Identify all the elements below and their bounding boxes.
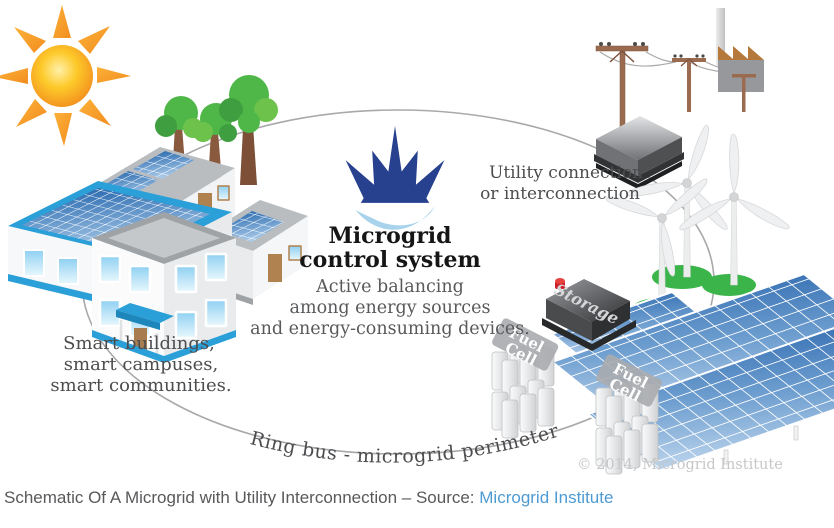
smart-label-line1: Smart buildings, — [63, 333, 215, 354]
battery-storage-icon: Storage — [542, 278, 636, 351]
transformer-icon — [594, 116, 684, 189]
utility-pole-icon — [595, 42, 737, 131]
logo-subtitle-line2: among energy sources — [290, 298, 491, 318]
logo-subtitle-line1: Active balancing — [315, 277, 464, 297]
smart-label-line2: smart campuses, — [64, 354, 218, 375]
logo-title-line1: Microgrid — [328, 223, 451, 249]
microgrid-diagram: Storage Fuel Cell Fuel Cell — [0, 5, 834, 475]
microgrid-logo-icon — [345, 125, 445, 230]
factory-icon — [716, 8, 764, 112]
smart-buildings-icon — [8, 147, 308, 363]
copyright-text: © 2014, Microgrid Institute — [577, 457, 783, 473]
sun-icon — [0, 5, 131, 146]
logo-subtitle-line3: and energy-consuming devices. — [250, 319, 530, 339]
source-link[interactable]: Microgrid Institute — [479, 488, 614, 507]
utility-label-line1: Utility connection — [489, 163, 643, 183]
utility-label-line2: or interconnection — [480, 184, 640, 204]
caption-bar: Schematic Of A Microgrid with Utility In… — [0, 478, 834, 528]
tree-icons — [155, 75, 278, 185]
caption-text: Schematic Of A Microgrid with Utility In… — [4, 488, 480, 507]
logo-title-line2: control system — [299, 247, 481, 273]
fuel-cell-icon: Fuel Cell Fuel Cell — [491, 318, 663, 475]
smart-label-line3: smart communities. — [50, 375, 231, 396]
